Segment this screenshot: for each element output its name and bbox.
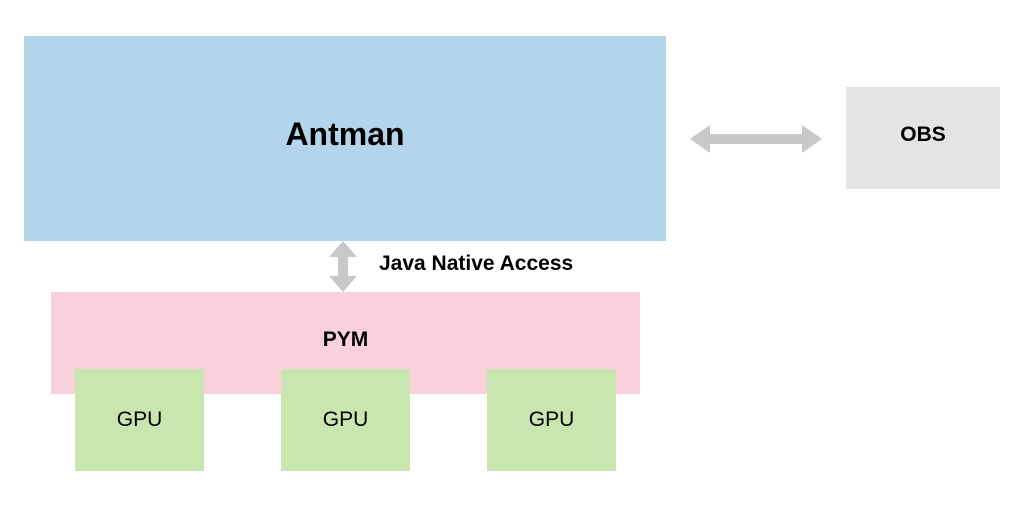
- obs-box: [846, 87, 1000, 189]
- antman-pym-arrow-icon: [329, 241, 357, 292]
- antman-box: [24, 36, 666, 241]
- antman-label: Antman: [285, 115, 405, 152]
- gpu-box: GPU: [281, 369, 410, 471]
- jna-label: Java Native Access: [379, 252, 574, 275]
- pym-label: PYM: [322, 328, 369, 351]
- gpu-label: GPU: [528, 408, 575, 431]
- gpu-box: GPU: [487, 369, 616, 471]
- gpu-label: GPU: [322, 408, 369, 431]
- gpu-box: GPU: [75, 369, 204, 471]
- gpu-label: GPU: [116, 408, 163, 431]
- obs-label: OBS: [900, 123, 946, 146]
- antman-obs-arrow-icon: [690, 125, 822, 153]
